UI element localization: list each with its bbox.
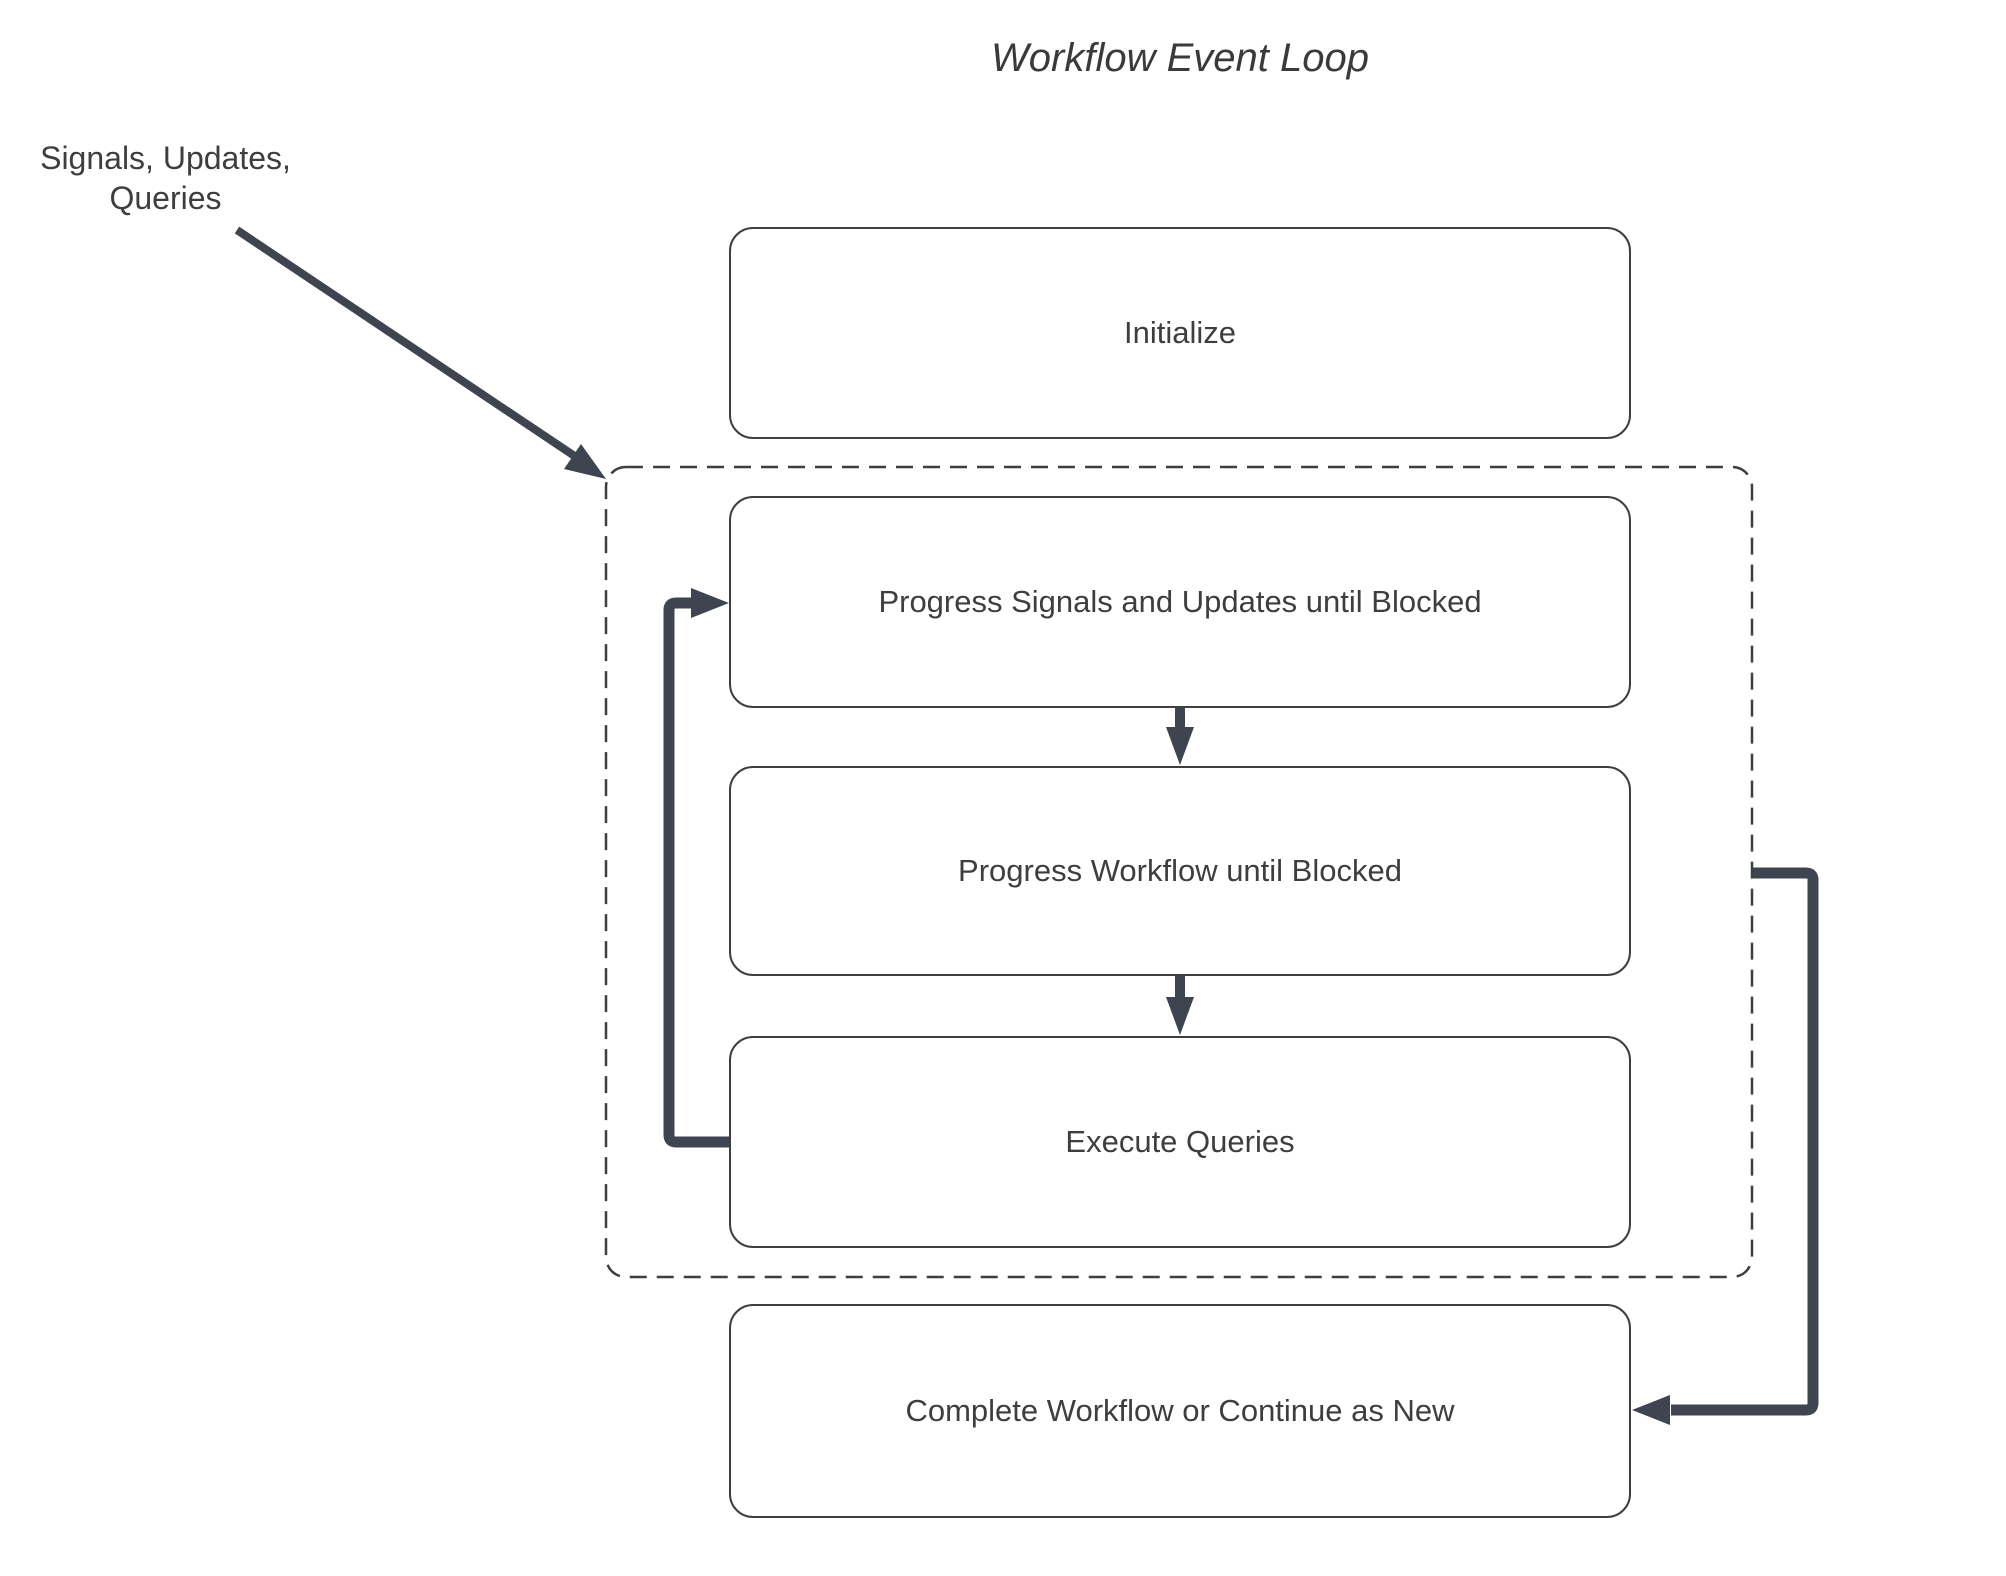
node-progress-signals-and-updates-label: Progress Signals and Updates until Block… (878, 584, 1482, 619)
node-progress-workflow-label: Progress Workflow until Blocked (958, 853, 1402, 888)
node-progress-signals-and-updates: Progress Signals and Updates until Block… (729, 496, 1631, 708)
event-loop-dashed-boundary (604, 465, 1754, 1279)
arrow-signals-input-arrowhead (564, 444, 606, 479)
arrow-loop-exit-to-complete-arrowhead (1632, 1395, 1670, 1425)
node-execute-queries-label: Execute Queries (1065, 1124, 1295, 1159)
arrow-execute-queries-loop-back-line (663, 597, 729, 1148)
node-complete-workflow: Complete Workflow or Continue as New (729, 1304, 1631, 1518)
node-execute-queries: Execute Queries (729, 1036, 1631, 1248)
arrow-execute-queries-loop-back-arrowhead (691, 588, 729, 618)
arrow-loop-exit-to-complete-line (1671, 867, 1819, 1416)
arrow-progress-signals-to-progress-workflow-arrowhead (1166, 727, 1194, 765)
external-events-label: Signals, Updates, Queries (18, 138, 313, 218)
diagram-title: Workflow Event Loop (991, 36, 1369, 80)
external-events-label-line2: Queries (109, 180, 222, 216)
node-progress-workflow: Progress Workflow until Blocked (729, 766, 1631, 976)
node-initialize-label: Initialize (1124, 315, 1236, 350)
node-complete-workflow-label: Complete Workflow or Continue as New (905, 1393, 1455, 1428)
node-initialize: Initialize (729, 227, 1631, 439)
arrow-signals-input-line (234, 226, 582, 463)
arrow-progress-workflow-to-execute-queries-arrowhead (1166, 997, 1194, 1035)
external-events-label-line1: Signals, Updates, (40, 140, 291, 176)
